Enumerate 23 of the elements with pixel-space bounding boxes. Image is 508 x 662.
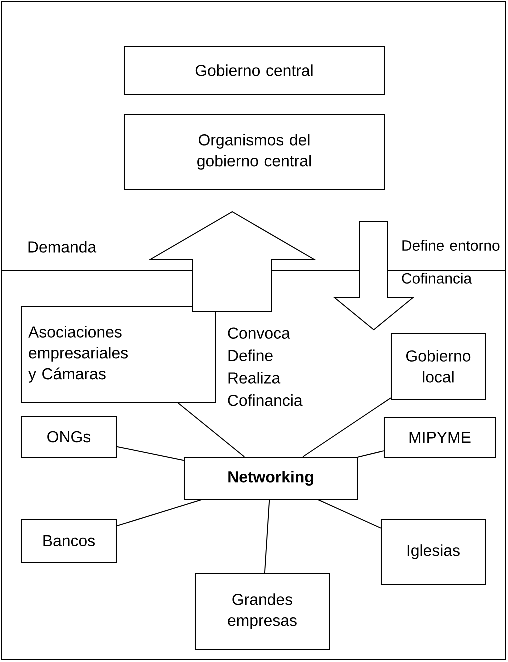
connector-line: [302, 398, 392, 458]
process-box: Gobierno central: [124, 46, 385, 95]
process-box: Bancos: [21, 519, 117, 563]
process-box: Asociaciones empresariales y Cámaras: [21, 306, 216, 403]
connector-line: [358, 450, 384, 458]
connector-line: [116, 500, 202, 527]
connector-line: [264, 500, 270, 574]
process-box: Grandes empresas: [195, 573, 330, 650]
hub-box: Networking: [184, 457, 358, 500]
process-box: Organismos del gobierno central: [124, 114, 385, 190]
process-box: Gobierno local: [391, 333, 486, 400]
edge-label: Define entorno Cofinancia: [402, 240, 500, 284]
process-box: ONGs: [21, 416, 117, 458]
top-panel: [2, 2, 506, 272]
process-box: MIPYME: [384, 417, 496, 458]
bottom-panel: [2, 270, 506, 660]
connector-line: [318, 500, 382, 529]
note-text: Demanda: [28, 241, 97, 253]
connector-line: [116, 446, 184, 462]
block-arrow: [334, 222, 414, 331]
process-box: Iglesias: [381, 519, 486, 585]
connector-line: [178, 402, 246, 458]
block-arrow: [148, 211, 317, 312]
